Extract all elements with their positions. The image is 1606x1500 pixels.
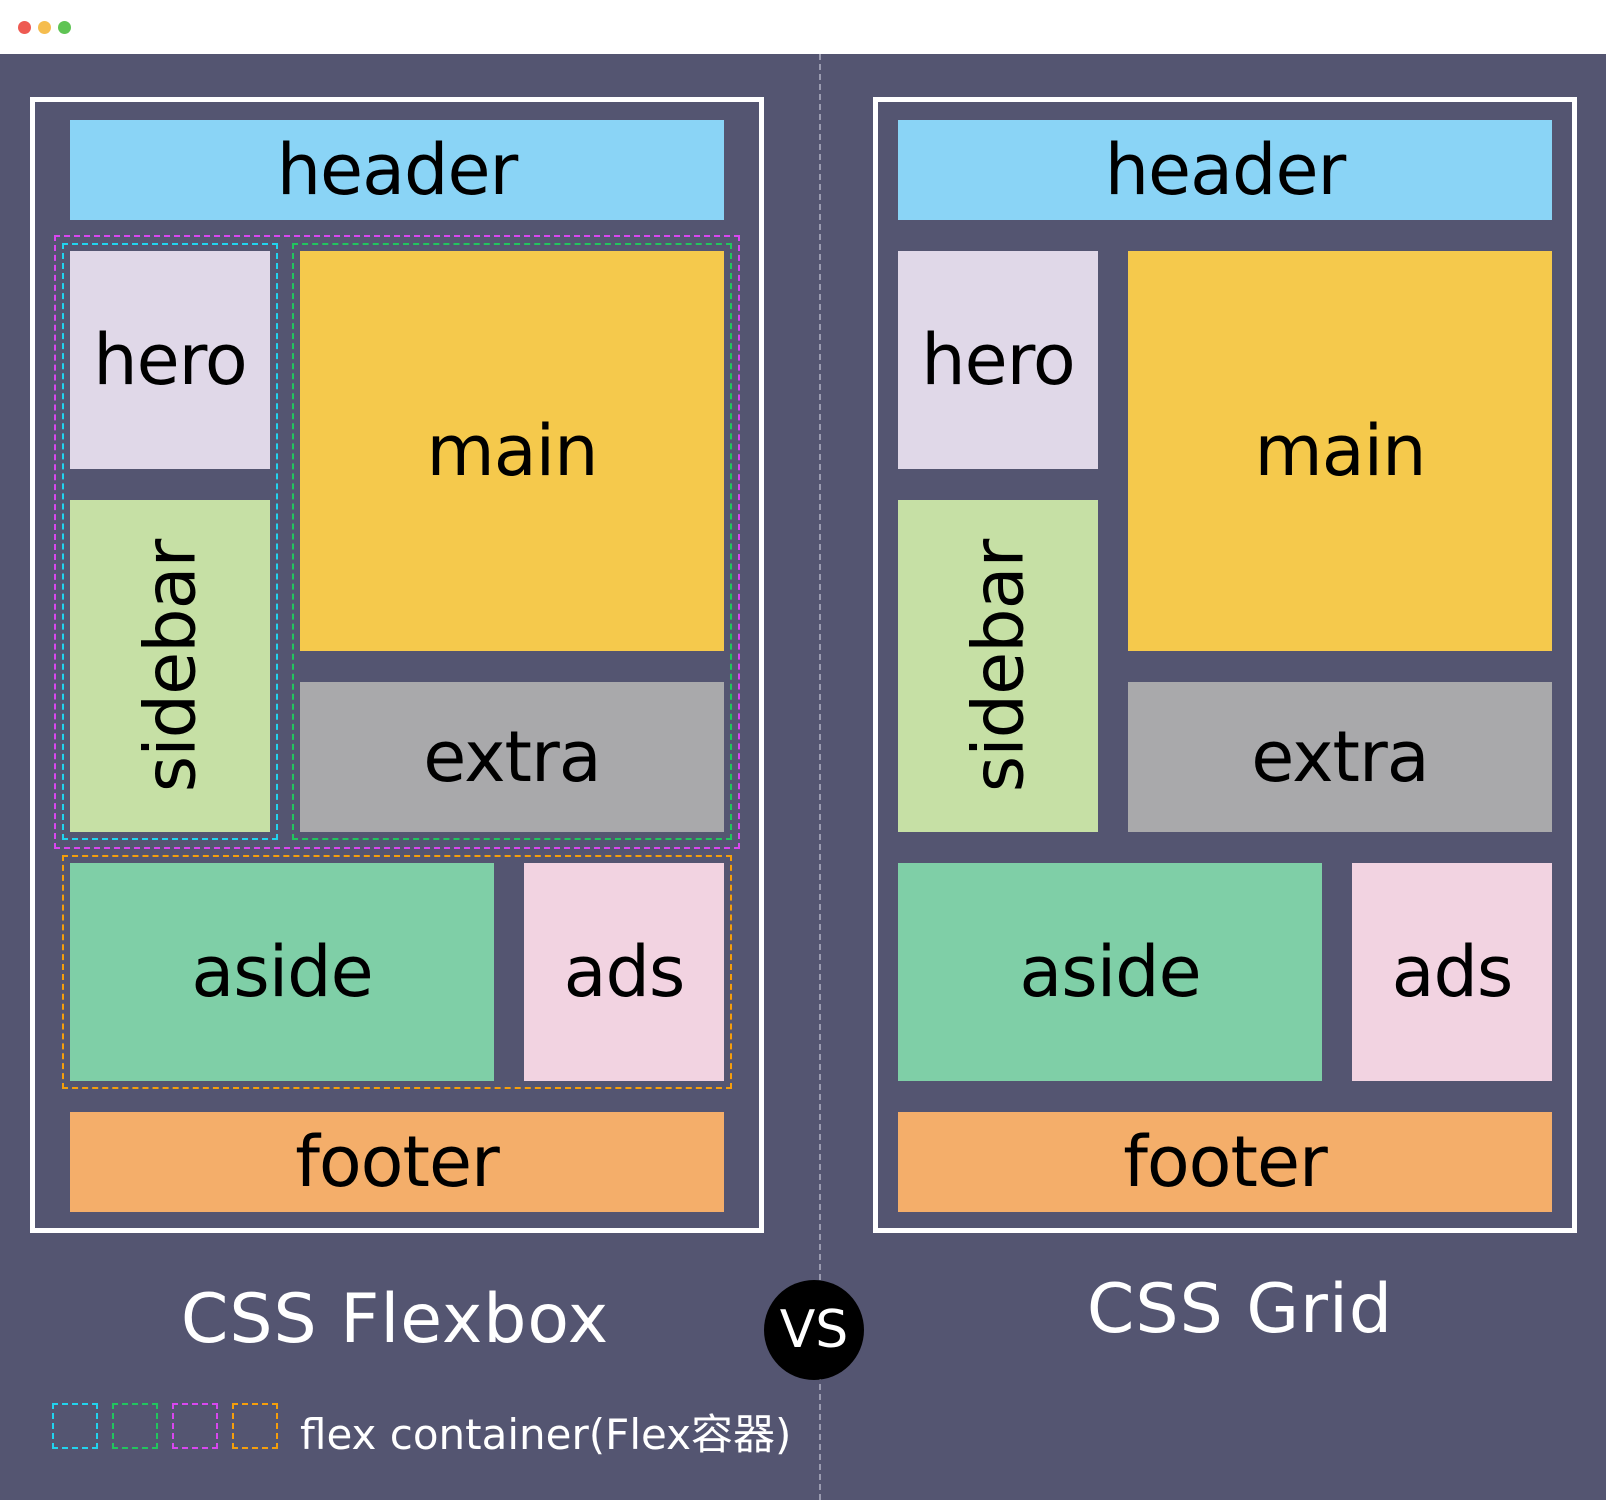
legend-green-square [112,1403,158,1449]
window-titlebar [0,0,1606,54]
maximize-window-button[interactable] [58,21,71,34]
vs-label: VS [779,1300,849,1360]
grid-aside-label: aside [1019,931,1201,1013]
grid-main-label: main [1254,410,1427,492]
grid-ads-label: ads [1391,931,1514,1013]
flexbox-extra-label: extra [423,716,601,798]
diagram-canvas: header hero sidebar main extra aside ads… [0,54,1606,1500]
grid-footer-box: footer [898,1112,1552,1212]
legend-label: flex container(Flex容器) [300,1410,792,1459]
flexbox-hero-label: hero [93,319,247,401]
flexbox-header-label: header [276,129,519,211]
flexbox-sidebar-box: sidebar [70,500,270,832]
grid-hero-box: hero [898,251,1098,469]
flexbox-aside-label: aside [191,931,373,1013]
close-window-button[interactable] [18,21,31,34]
flexbox-header-box: header [70,120,724,220]
grid-caption: CSS Grid [1086,1270,1394,1349]
grid-sidebar-box: sidebar [898,500,1098,832]
flexbox-ads-box: ads [524,863,724,1081]
grid-header-label: header [1104,129,1347,211]
flexbox-extra-box: extra [300,682,724,832]
grid-hero-label: hero [921,319,1075,401]
grid-main-box: main [1128,251,1552,651]
flexbox-footer-box: footer [70,1112,724,1212]
flexbox-caption: CSS Flexbox [180,1280,610,1359]
flexbox-frame [30,97,764,1233]
flexbox-sidebar-label: sidebar [129,539,211,793]
center-divider [819,54,821,1500]
grid-sidebar-label: sidebar [957,539,1039,793]
grid-extra-label: extra [1251,716,1429,798]
flexbox-main-box: main [300,251,724,651]
grid-aside-box: aside [898,863,1322,1081]
legend-cyan-square [52,1403,98,1449]
legend-orange-square [232,1403,278,1449]
flexbox-aside-box: aside [70,863,494,1081]
flexbox-hero-box: hero [70,251,270,469]
flexbox-main-label: main [426,410,599,492]
grid-footer-label: footer [1123,1121,1328,1203]
grid-frame [873,97,1577,1233]
minimize-window-button[interactable] [38,21,51,34]
flexbox-ads-label: ads [563,931,686,1013]
grid-header-box: header [898,120,1552,220]
grid-extra-box: extra [1128,682,1552,832]
grid-ads-box: ads [1352,863,1552,1081]
flexbox-footer-label: footer [295,1121,500,1203]
legend-magenta-square [172,1403,218,1449]
vs-badge: VS [764,1280,864,1380]
